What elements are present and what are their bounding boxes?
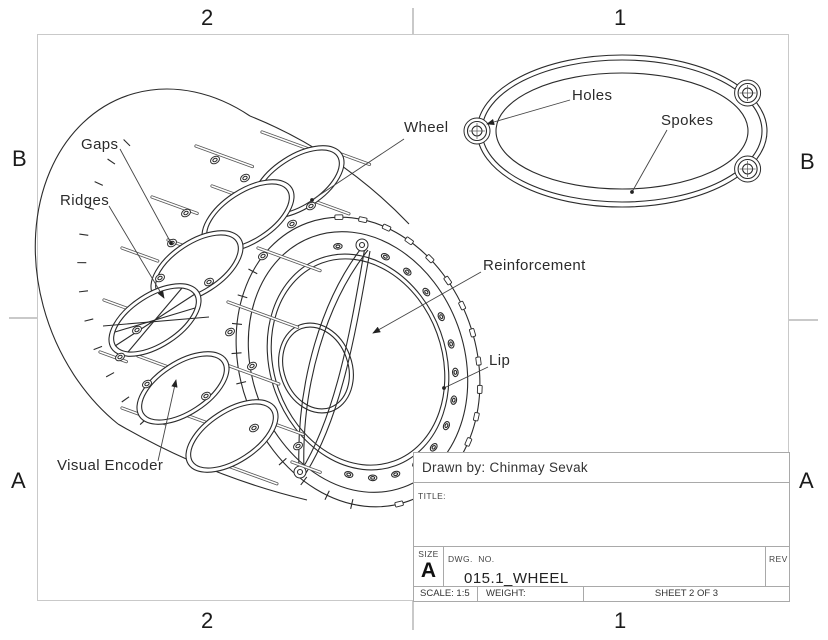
weight-cell: WEIGHT: bbox=[478, 587, 584, 601]
zone-label-right-a: A bbox=[799, 468, 814, 493]
label-visual-encoder: Visual Encoder bbox=[57, 457, 164, 474]
label-ridges: Ridges bbox=[60, 192, 110, 209]
rev-cell: REV bbox=[766, 547, 789, 586]
title-block-dwg-row: SIZE A DWG. NO. 015.1_WHEEL REV bbox=[414, 547, 789, 587]
zone-label-bottom-1: 1 bbox=[614, 608, 627, 633]
leader-visual-encoder bbox=[157, 379, 178, 462]
zone-label-bottom-2: 2 bbox=[201, 608, 214, 633]
zone-label-top-2: 2 bbox=[201, 5, 214, 30]
title-label: TITLE: bbox=[418, 491, 446, 501]
zone-tick-bottom bbox=[412, 601, 414, 630]
label-wheel: Wheel bbox=[404, 119, 449, 136]
leader-lip bbox=[442, 366, 489, 390]
wheel-side-ellipse-view bbox=[463, 54, 768, 208]
dwg-cell: DWG. NO. 015.1_WHEEL bbox=[444, 547, 766, 587]
dwg-no-value: 015.1_WHEEL bbox=[464, 570, 569, 587]
leader-ridges bbox=[108, 205, 165, 299]
leader-lines bbox=[108, 99, 668, 462]
leader-wheel bbox=[310, 138, 405, 202]
sheet-cell: SHEET 2 OF 3 bbox=[654, 588, 719, 599]
title-block: Drawn by: Chinmay Sevak TITLE: SIZE A DW… bbox=[413, 452, 790, 602]
size-label: SIZE bbox=[418, 549, 439, 559]
label-spokes: Spokes bbox=[661, 112, 714, 129]
zone-label-top-1: 1 bbox=[614, 5, 627, 30]
dwg-no-label: DWG. NO. bbox=[448, 554, 495, 564]
rev-label: REV bbox=[769, 554, 788, 564]
label-reinforcement: Reinforcement bbox=[483, 257, 586, 274]
drawn-by-text: Drawn by: Chinmay Sevak bbox=[422, 460, 588, 475]
title-block-title-cell: TITLE: bbox=[414, 483, 789, 547]
zone-label-left-a: A bbox=[11, 468, 26, 493]
zone-tick-left bbox=[9, 317, 37, 319]
scale-cell: SCALE: 1:5 bbox=[414, 587, 478, 601]
wheel-isometric-view bbox=[34, 88, 483, 510]
leader-reinforcement bbox=[372, 271, 482, 334]
zone-tick-top bbox=[412, 8, 414, 34]
leader-spokes bbox=[630, 129, 668, 194]
label-gaps: Gaps bbox=[81, 136, 119, 153]
zone-label-right-b: B bbox=[800, 149, 815, 174]
label-lip: Lip bbox=[489, 352, 511, 369]
size-cell: SIZE A bbox=[414, 547, 444, 586]
size-value: A bbox=[420, 559, 437, 582]
leader-gaps bbox=[119, 148, 173, 245]
title-block-bottom-row: SCALE: 1:5 WEIGHT: SHEET 2 OF 3 bbox=[414, 587, 789, 601]
label-holes: Holes bbox=[572, 87, 613, 104]
leader-holes bbox=[486, 99, 571, 126]
zone-label-left-b: B bbox=[12, 146, 27, 171]
title-block-drawn-by: Drawn by: Chinmay Sevak bbox=[414, 453, 789, 483]
zone-tick-right bbox=[789, 319, 818, 321]
